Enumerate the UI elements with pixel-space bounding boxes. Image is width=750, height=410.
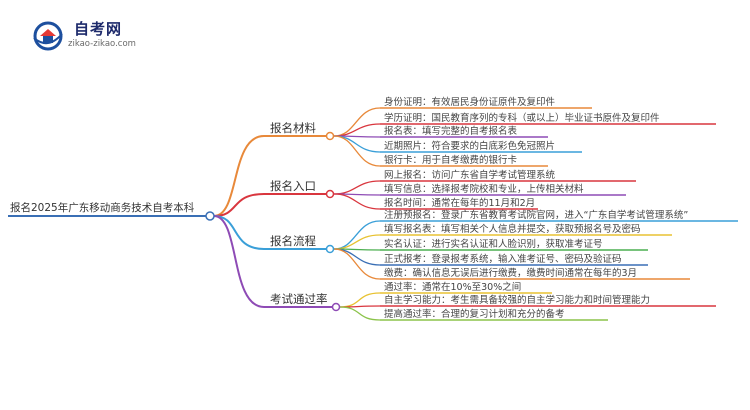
branch-label: 报名入口	[270, 179, 316, 193]
leaf-link	[333, 248, 381, 266]
leaf-link	[333, 135, 381, 167]
leaf-link	[333, 123, 381, 137]
leaf-label: 网上报名：访问广东省自学考试管理系统	[384, 169, 556, 181]
leaf-link	[339, 292, 381, 308]
leaf-link	[333, 193, 381, 210]
leaf-link	[333, 107, 381, 137]
mindmap-nodes: 报名2025年广东移动商务技术自考本科 报名材料 身份证明：有效居民身份证原件及复印…	[8, 96, 688, 320]
branch-label: 报名材料	[270, 121, 316, 135]
root-label: 报名2025年广东移动商务技术自考本科	[10, 201, 195, 214]
branch-node-dot[interactable]	[331, 302, 341, 312]
leaf-link	[333, 234, 381, 250]
leaf-label: 缴费：确认信息无误后进行缴费，缴费时间通常在每年的3月	[384, 267, 637, 279]
branch-label: 报名流程	[270, 234, 316, 248]
branch-node-dot[interactable]	[325, 131, 335, 141]
leaf-label: 通过率：通常在10%至30%之间	[384, 281, 521, 293]
branch-node-dot[interactable]	[325, 244, 335, 254]
branch-node-dot[interactable]	[325, 189, 335, 199]
leaf-link	[333, 248, 381, 280]
leaf-label: 正式报考：登录报考系统，输入准考证号、密码及验证码	[384, 253, 622, 265]
leaf-link	[333, 135, 381, 153]
branch-link	[213, 215, 265, 308]
logo-mark-icon	[33, 21, 63, 51]
leaf-label: 学历证明：国民教育序列的专科（或以上）毕业证书原件及复印件	[384, 112, 660, 124]
mindmap-links	[213, 107, 738, 321]
branch-label: 考试通过率	[270, 292, 328, 306]
leaf-label: 身份证明：有效居民身份证原件及复印件	[384, 96, 556, 108]
leaf-label: 报名时间：通常在每年的11月和2月	[384, 197, 535, 209]
branch-link	[213, 193, 265, 217]
leaf-label: 自主学习能力：考生需具备较强的自主学习能力和时间管理能力	[384, 294, 650, 306]
leaf-label: 实名认证：进行实名认证和人脸识别，获取准考证号	[384, 238, 603, 250]
branch-link	[213, 215, 265, 250]
logo-title: 自考网	[74, 20, 123, 38]
leaf-label: 提高通过率：合理的复习计划和充分的备考	[384, 308, 565, 320]
leaf-link	[333, 180, 381, 195]
root-node-dot[interactable]	[205, 211, 215, 221]
leaf-label: 注册预报名：登录广东省教育考试院官网，进入“广东自学考试管理系统”	[384, 209, 688, 221]
leaf-link	[339, 306, 381, 321]
leaf-label: 填写报名表：填写相关个人信息并提交，获取预报名号及密码	[384, 223, 641, 235]
leaf-label: 报名表：填写完整的自考报名表	[384, 125, 518, 137]
logo-domain: zikao-zikao.com	[68, 39, 136, 49]
leaf-label: 填写信息：选择报考院校和专业，上传相关材料	[384, 183, 584, 195]
branch-link	[213, 135, 265, 217]
site-logo[interactable]: 自考网 zikao-zikao.com	[30, 16, 170, 56]
leaf-label: 近期照片：符合要求的白底彩色免冠照片	[384, 140, 555, 152]
leaf-label: 银行卡：用于自考缴费的银行卡	[384, 154, 518, 166]
